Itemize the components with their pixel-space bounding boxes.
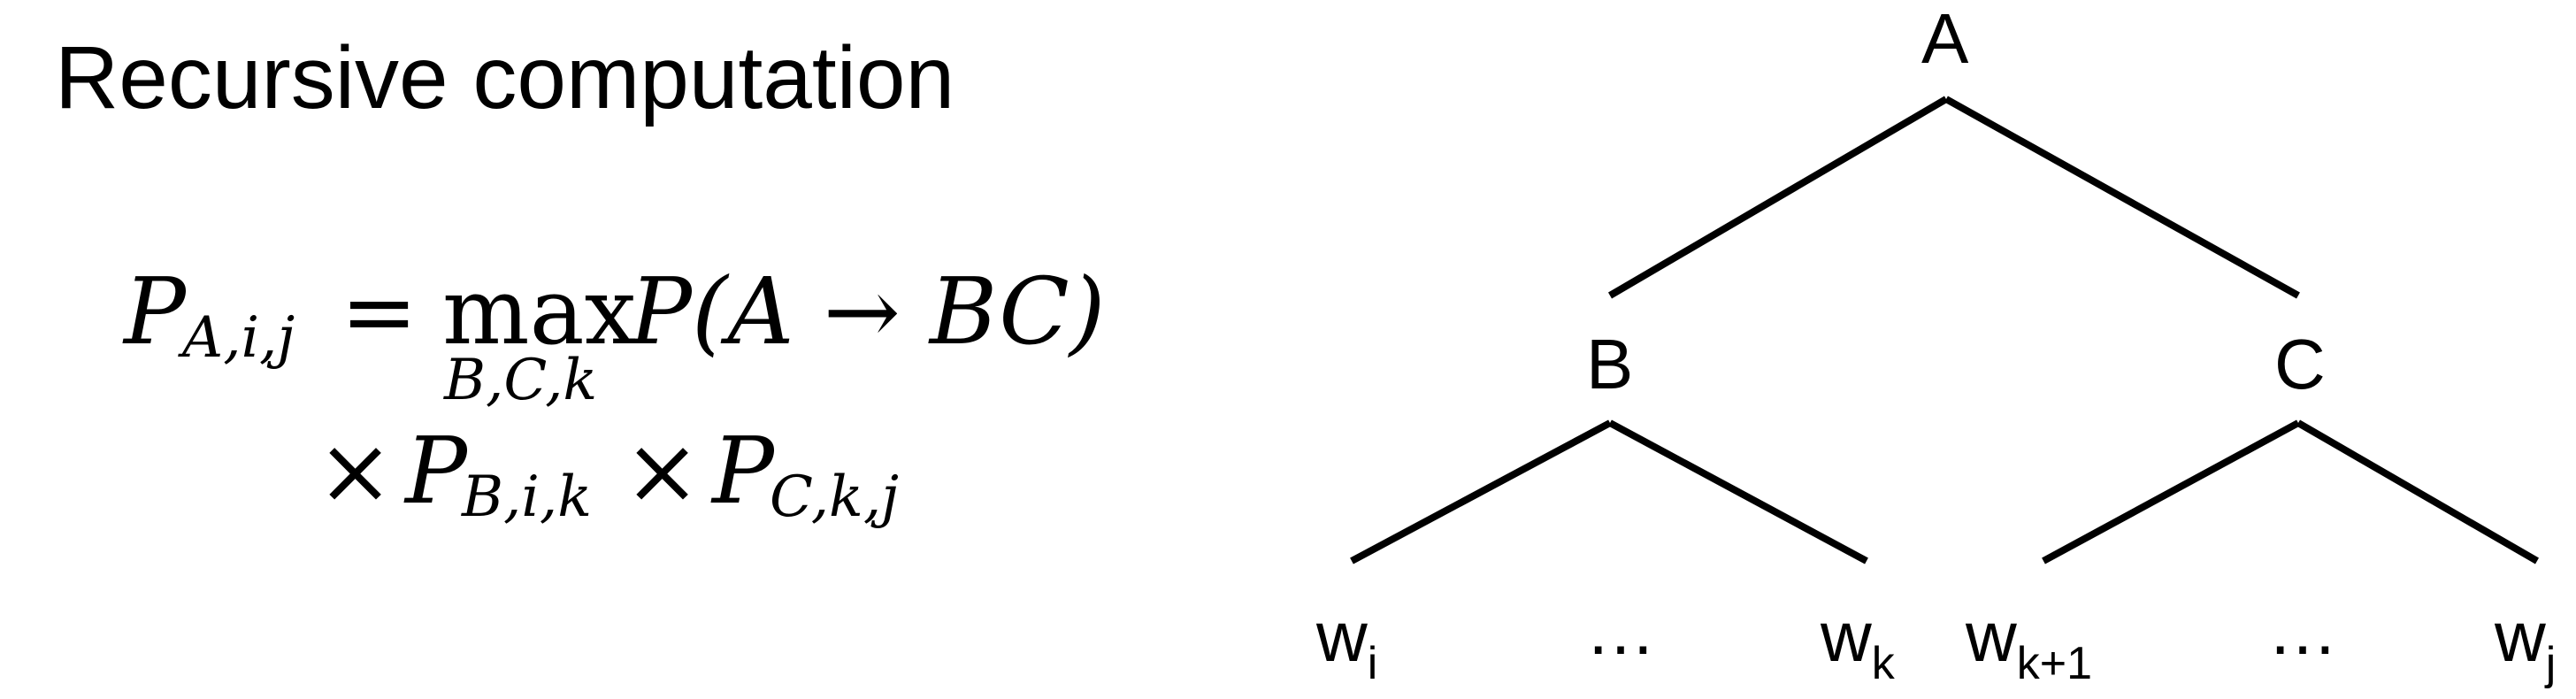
parse-tree: A B C wi … wk wk+1 … wj [1238, 0, 2576, 699]
tree-node-root: A [1921, 0, 1969, 78]
edge-b-wi [1350, 419, 1612, 565]
formula-times-2: × [624, 417, 702, 525]
formula-max-operator: max [442, 257, 637, 365]
tree-leaf: wk [1821, 602, 1895, 687]
leaf-subscript: k+1 [2016, 638, 2093, 689]
formula-factor-2-symbol: P [712, 417, 774, 525]
formula-rule-probability: P(A → BC) [630, 257, 1106, 365]
leaf-base: w [1821, 597, 1872, 676]
formula-equals: = [341, 257, 418, 365]
formula-lhs-symbol: P [124, 257, 186, 365]
formula-factor-1-symbol: P [405, 417, 467, 525]
edge-c-wk1 [2042, 419, 2300, 565]
edge-b-wk [1608, 419, 1868, 565]
leaf-subscript: j [2545, 638, 2557, 689]
leaf-subscript: i [1367, 638, 1378, 689]
slide-title: Recursive computation [55, 28, 955, 127]
leaf-base: w [1966, 597, 2017, 676]
tree-node-right-child: C [2274, 325, 2326, 403]
tree-leaf: wj [2495, 602, 2556, 687]
tree-leaf: wi [1316, 602, 1377, 687]
tree-leaf: wk+1 [1966, 602, 2092, 687]
formula-times-1: × [317, 417, 395, 525]
leaf-base: … [2267, 590, 2338, 669]
edge-a-b [1607, 96, 1949, 299]
recursive-formula: P A,i,j = max B,C,k P(A → BC) × P B,i,k … [0, 0, 1168, 699]
tree-leaf-ellipsis: … [1585, 595, 1656, 665]
tree-leaf-ellipsis: … [2267, 595, 2338, 665]
formula-factor-2-subscript: C,k,j [770, 465, 899, 530]
leaf-base: … [1585, 590, 1656, 669]
edge-a-c [1944, 96, 2300, 299]
formula-factor-1-subscript: B,i,k [462, 465, 592, 530]
edge-c-wj [2296, 419, 2540, 565]
tree-node-left-child: B [1586, 325, 1634, 403]
leaf-base: w [2495, 597, 2546, 676]
tree-edges [1350, 96, 2540, 565]
formula-max-subscript: B,C,k [444, 348, 598, 413]
leaf-subscript: k [1871, 638, 1895, 689]
leaf-base: w [1316, 597, 1368, 676]
formula-lhs-subscript: A,i,j [182, 305, 295, 371]
